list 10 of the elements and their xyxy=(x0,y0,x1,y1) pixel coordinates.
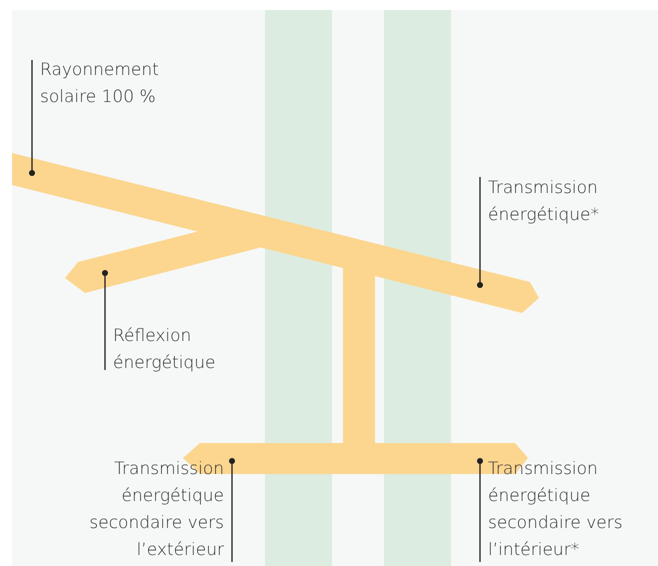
leader-line xyxy=(477,458,483,562)
callout-label: Transmission énergétique secondaire vers l’extérieur xyxy=(88,458,224,562)
callout-label: Transmission énergétique* xyxy=(488,177,600,227)
callout-label: Transmission énergétique secondaire vers l’intérieur* xyxy=(488,458,624,562)
callout-label: Réflexion énergétique xyxy=(113,325,216,375)
callout-label: Rayonnement solaire 100 % xyxy=(40,59,160,109)
leader-line xyxy=(102,270,108,370)
leader-line xyxy=(229,458,235,562)
leader-line xyxy=(29,60,35,176)
leader-line xyxy=(477,177,483,288)
